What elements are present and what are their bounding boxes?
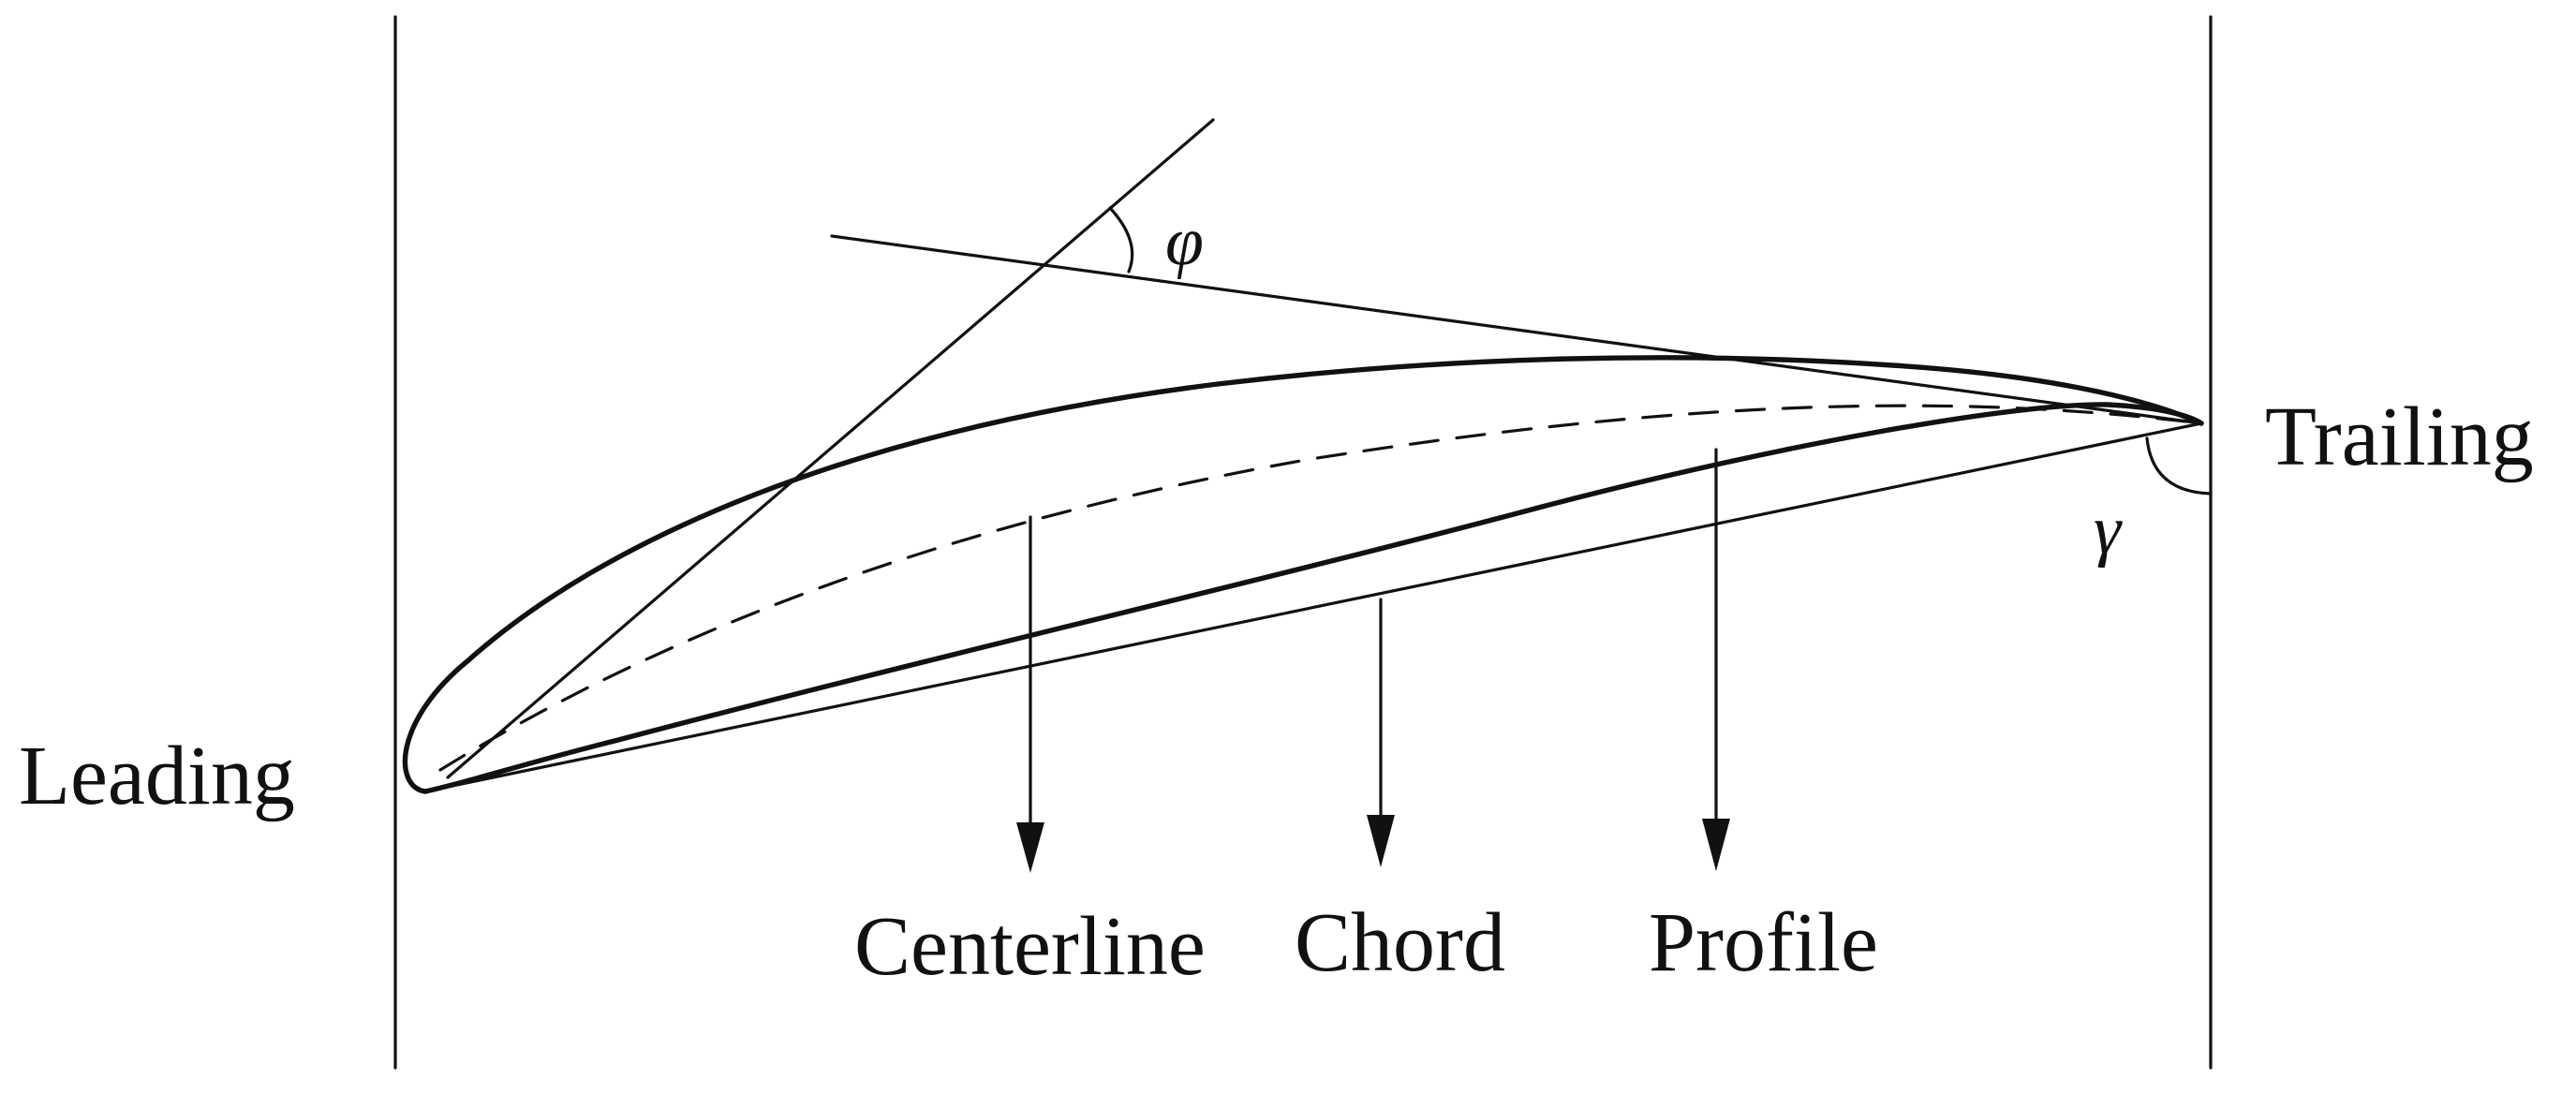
chord-line <box>423 421 2203 793</box>
profile-arrowhead <box>1702 819 1730 871</box>
chord-label: Chord <box>1295 896 1505 989</box>
profile-suction-surface <box>402 355 2204 794</box>
centerline-label: Centerline <box>854 900 1206 993</box>
centerline-arrowhead <box>1016 822 1044 873</box>
gamma-angle-arc <box>2145 436 2213 495</box>
chord-arrowhead <box>1367 815 1395 867</box>
phi-angle-arc <box>1108 206 1134 274</box>
inlet-direction-line <box>446 118 1215 779</box>
trailing-tangent-line <box>830 234 2203 425</box>
centerline-dashed <box>438 404 2203 772</box>
leading-label: Leading <box>19 730 295 822</box>
gamma-label: γ <box>2094 492 2123 569</box>
phi-label: φ <box>1165 203 1204 280</box>
profile-label: Profile <box>1649 896 1878 989</box>
trailing-label: Trailing <box>2265 391 2534 483</box>
profile-pressure-surface <box>422 402 2204 794</box>
